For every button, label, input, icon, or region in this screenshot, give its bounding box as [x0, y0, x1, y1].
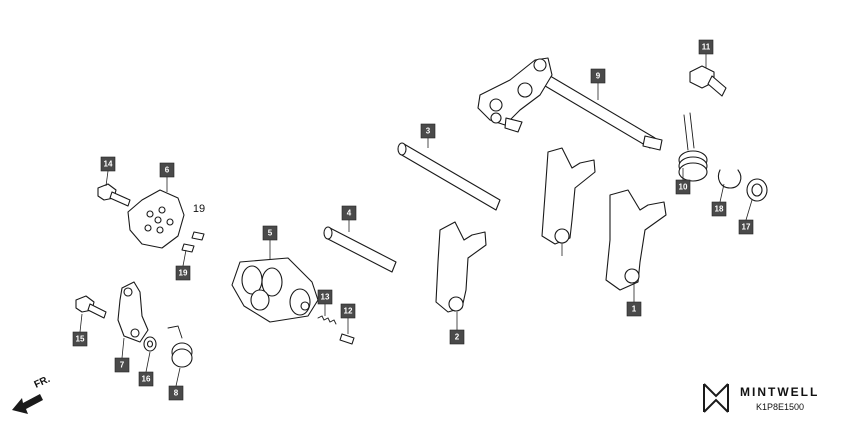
svg-text:3: 3 — [426, 127, 431, 136]
leader-lines — [79, 54, 753, 387]
callout-9: 9 — [590, 68, 606, 84]
front-arrow-icon — [12, 394, 43, 414]
callout-19-text: 19 — [193, 203, 205, 215]
svg-text:6: 6 — [165, 166, 170, 175]
diagram-code: K1P8E1500 — [756, 402, 804, 412]
part-6-drum-plate — [127, 189, 185, 249]
part-19-dowel-pin — [181, 231, 205, 253]
callout-15: 15 — [72, 331, 88, 347]
part-2-shift-fork — [435, 221, 487, 313]
brand-logo: MINTWELL K1P8E1500 — [703, 383, 819, 413]
part-9-gearshift-spindle — [477, 57, 663, 151]
part-12-pin — [339, 333, 355, 345]
svg-text:7: 7 — [120, 361, 125, 370]
svg-text:9: 9 — [596, 72, 601, 81]
callout-18: 18 — [711, 201, 727, 217]
callout-11: 11 — [698, 39, 714, 55]
callout-7: 7 — [114, 357, 130, 373]
svg-text:16: 16 — [142, 375, 151, 384]
part-17-washer — [746, 178, 768, 202]
callout-13: 13 — [317, 289, 333, 305]
svg-text:17: 17 — [742, 223, 751, 232]
part-18-circlip — [717, 169, 742, 189]
callout-4: 4 — [341, 205, 357, 221]
svg-text:18: 18 — [715, 205, 724, 214]
part-10-return-spring — [678, 112, 708, 182]
svg-text:11: 11 — [702, 43, 711, 52]
callout-12: 12 — [340, 303, 356, 319]
svg-text:13: 13 — [321, 293, 330, 302]
mintwell-logo-icon — [703, 383, 729, 413]
callout-17: 17 — [738, 219, 754, 235]
part-15-bolt — [75, 295, 107, 319]
part-5-shift-drum — [231, 257, 319, 323]
part-8-stopper-spring — [167, 325, 193, 368]
brand-name: MINTWELL — [740, 385, 819, 399]
callout-16: 16 — [138, 371, 154, 387]
callout-3: 3 — [420, 123, 436, 139]
part-1-shift-fork — [605, 189, 667, 291]
callout-1: 1 — [626, 301, 642, 317]
svg-text:1: 1 — [632, 305, 637, 314]
callout-14: 14 — [100, 156, 116, 172]
svg-text:2: 2 — [455, 333, 460, 342]
callout-8: 8 — [168, 385, 184, 401]
part-7-stopper-arm — [117, 281, 149, 343]
part-14-bolt — [97, 183, 131, 207]
callout-10: 10 — [675, 179, 691, 195]
part-16-washer — [143, 336, 157, 352]
part-13-spring — [317, 315, 337, 325]
svg-text:12: 12 — [344, 307, 353, 316]
part-3-shift-fork-shaft — [397, 142, 501, 211]
svg-text:8: 8 — [174, 389, 179, 398]
svg-text:10: 10 — [679, 183, 688, 192]
front-direction-label: FR. — [33, 374, 52, 391]
svg-text:5: 5 — [268, 229, 273, 238]
part-4-shift-fork-shaft — [323, 226, 397, 273]
svg-text:14: 14 — [104, 160, 113, 169]
front-direction-indicator: FR. — [12, 374, 52, 414]
callout-19: 19 — [175, 265, 191, 281]
shift-fork-center — [541, 147, 596, 256]
svg-text:19: 19 — [179, 269, 188, 278]
callout-6: 6 — [159, 162, 175, 178]
callout-5: 5 — [262, 225, 278, 241]
svg-text:15: 15 — [76, 335, 85, 344]
callout-2: 2 — [449, 329, 465, 345]
svg-text:4: 4 — [347, 209, 352, 218]
svg-text:19: 19 — [193, 203, 205, 215]
part-11-bolt — [689, 65, 727, 97]
